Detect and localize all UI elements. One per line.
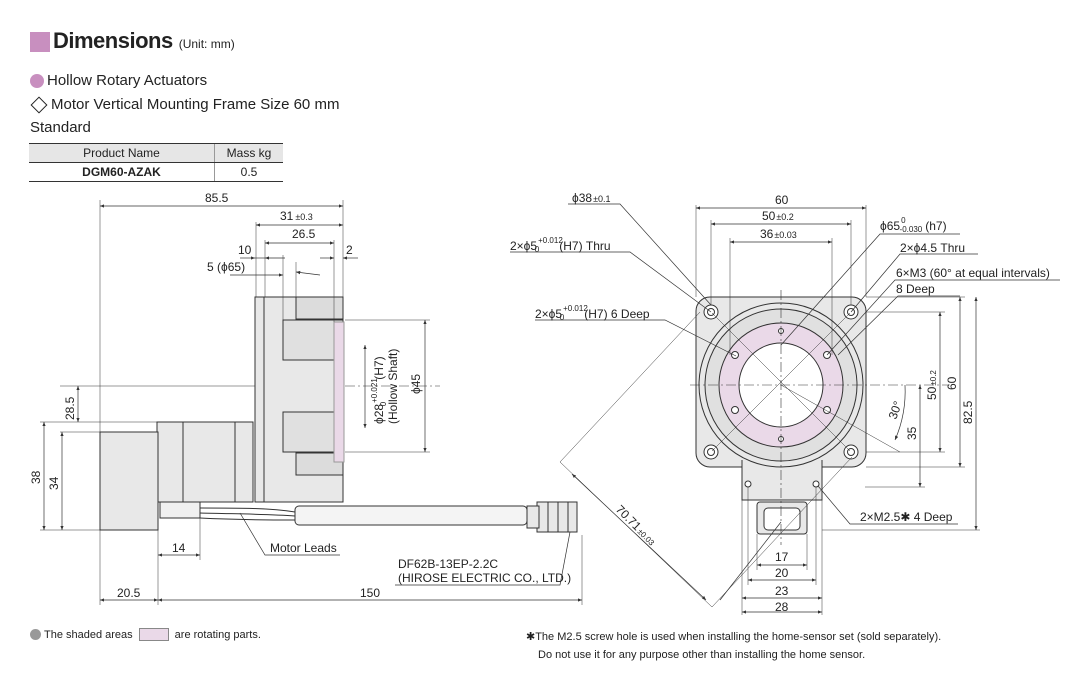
dim-82-5: 82.5 — [961, 400, 975, 424]
col-header-product: Product Name — [29, 143, 215, 163]
product-variant: Motor Vertical Mounting Frame Size 60 mm — [30, 96, 339, 113]
dim-phi45: ϕ45 — [409, 374, 423, 394]
footnote-shaded: The shaded areas are rotating parts. — [30, 628, 261, 641]
col-header-mass: Mass kg — [214, 143, 283, 163]
shaded-swatch — [138, 628, 169, 641]
product-name-cell: DGM60-AZAK — [29, 162, 215, 182]
mass-cell: 0.5 — [214, 162, 283, 182]
dim-phi28-hollow: ϕ28+0.0210(H7) (Hollow Shaft) — [370, 349, 400, 424]
product-category: Hollow Rotary Actuators — [30, 72, 207, 89]
bullet-dot-icon — [30, 73, 44, 88]
dim-20: 20 — [775, 566, 789, 580]
motor-leads-label: Motor Leads — [270, 541, 337, 555]
grey-bullet-icon — [30, 629, 41, 640]
page-title: Dimensions — [53, 28, 173, 53]
rotating-table-shaded — [333, 321, 345, 463]
table-row: DGM60-AZAK 0.5 — [29, 162, 283, 182]
dim-17: 17 — [775, 550, 789, 564]
dim-34: 34 — [47, 476, 61, 490]
motor-body — [156, 421, 254, 503]
side-view — [40, 200, 583, 605]
section-header: Dimensions (Unit: mm) — [30, 30, 235, 52]
connector-body — [536, 501, 578, 533]
spec-table: Product Name Mass kg DGM60-AZAK 0.5 — [29, 143, 283, 182]
unit-label: (Unit: mm) — [178, 37, 235, 51]
dim-150: 150 — [360, 586, 380, 600]
dim-phi38: ϕ38±0.1 — [572, 191, 611, 205]
dim-70-71: 70.71±0.03 — [613, 502, 659, 548]
dim-28: 28 — [775, 600, 789, 614]
dim-85-5: 85.5 — [205, 191, 229, 205]
dim-5-phi65: 5 (ϕ65) — [207, 260, 245, 274]
dim-60-top: 60 — [775, 193, 789, 207]
angle-30: 30° — [886, 399, 905, 421]
dim-38: 38 — [29, 470, 43, 484]
connector-part-label: DF62B-13EP-2.2C — [398, 557, 498, 571]
motor-leads-wire — [199, 507, 296, 513]
dim-28-5: 28.5 — [63, 396, 77, 420]
dim-60-vert: 60 — [945, 376, 959, 390]
dim-23: 23 — [775, 584, 789, 598]
cable-sheath — [294, 505, 528, 526]
m3-spec: 6×M3 (60° at equal intervals) — [896, 266, 1050, 280]
section-marker — [30, 32, 50, 52]
dim-20-5: 20.5 — [117, 586, 141, 600]
dim-26-5: 26.5 — [292, 227, 316, 241]
dim-2: 2 — [346, 243, 353, 257]
m25-spec: 2×M2.5✱ 4 Deep — [860, 510, 953, 524]
thru-hole-spec: 2×ϕ4.5 Thru — [900, 241, 965, 255]
svg-text:ϕ28+0.0210(H7): ϕ28+0.0210(H7) — [370, 356, 388, 424]
standard-label: Standard — [30, 119, 91, 136]
motor-rear-cover — [99, 431, 159, 531]
footnote-m25: ✱The M2.5 screw hole is used when instal… — [526, 631, 942, 661]
sensor-tab — [741, 460, 823, 501]
dim-10: 10 — [238, 243, 252, 257]
dim-35: 35 — [905, 426, 919, 440]
dim-50-vert: 50±0.2 — [925, 370, 939, 400]
dim-phi65: ϕ650-0.030(h7) — [880, 216, 947, 234]
dim-14: 14 — [172, 541, 186, 555]
front-view — [510, 203, 1060, 615]
dim-36: 36±0.03 — [760, 227, 797, 241]
svg-text:(Hollow Shaft): (Hollow Shaft) — [386, 349, 400, 424]
variant-label: Motor Vertical Mounting Frame Size 60 mm — [51, 96, 340, 113]
connector-maker-label: (HIROSE ELECTRIC CO., LTD.) — [398, 571, 571, 585]
dim-50-top: 50±0.2 — [762, 209, 794, 223]
category-label: Hollow Rotary Actuators — [47, 72, 208, 89]
m3-depth: 8 Deep — [896, 282, 935, 296]
dim-31: 31±0.3 — [280, 209, 313, 223]
